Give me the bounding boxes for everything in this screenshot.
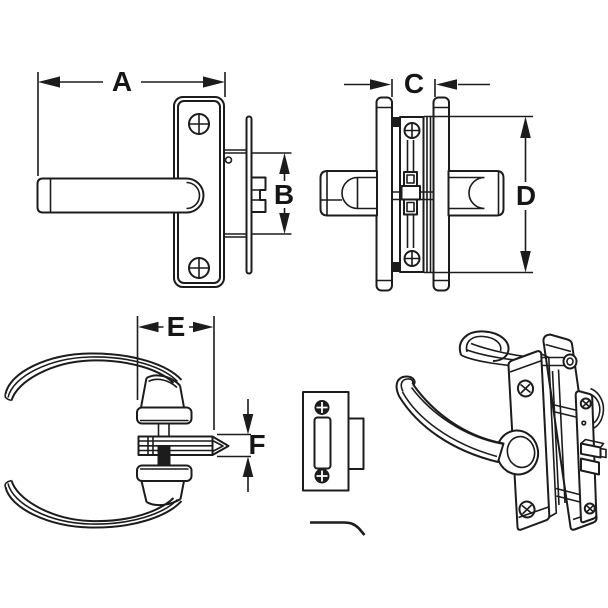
- strike-slot: [313, 416, 332, 470]
- screw-icon: [188, 113, 210, 135]
- dimension-c-label: C: [403, 68, 425, 99]
- near-lever: [395, 375, 505, 463]
- strike-plate-profile: [310, 521, 366, 536]
- strike-plate-view: [302, 391, 366, 536]
- dimension-e-lines: [136, 316, 215, 430]
- dimension-a-label: A: [111, 66, 133, 97]
- lever-arc-lower: [4, 479, 183, 529]
- perspective-view: [395, 330, 607, 531]
- screw-icon: [516, 379, 535, 398]
- dimension-d-label: D: [515, 180, 537, 211]
- dimension-b-lines: [279, 153, 290, 234]
- dimension-c-lines: [344, 79, 490, 97]
- mortise-faceplate: [574, 390, 598, 524]
- lock-case: [551, 369, 581, 506]
- spindle: [538, 353, 578, 370]
- screw-icon: [403, 250, 421, 267]
- screw-icon: [403, 122, 421, 139]
- screw-icon: [583, 502, 596, 515]
- latch-bolt: [250, 176, 267, 213]
- screw-icon: [314, 468, 330, 484]
- latch-bolt-3d: [580, 438, 607, 476]
- screw-icon: [314, 400, 330, 415]
- flange-top: [136, 406, 193, 425]
- dimension-f-lines: [217, 399, 254, 492]
- dimension-e-label: E: [166, 311, 186, 342]
- plate-right: [432, 96, 450, 292]
- dimension-a-lines: [37, 72, 226, 176]
- dimension-d-lines: [520, 116, 531, 273]
- lever-arc-upper: [4, 352, 183, 402]
- lever-handle: [36, 177, 205, 214]
- screw-icon: [188, 257, 210, 279]
- dimension-b-label: B: [273, 179, 295, 210]
- front-view: [319, 79, 533, 292]
- top-view: [4, 316, 254, 529]
- screw-icon: [579, 397, 592, 410]
- dimension-f-label: F: [248, 429, 266, 460]
- latch-tip: [211, 435, 230, 456]
- strike-tab: [348, 417, 365, 470]
- flange-bottom: [136, 464, 193, 482]
- plate-left: [375, 96, 393, 292]
- screw-icon: [518, 500, 536, 519]
- side-view: [36, 72, 292, 288]
- handle-right-end: [447, 170, 505, 217]
- handle-left-end: [319, 170, 378, 217]
